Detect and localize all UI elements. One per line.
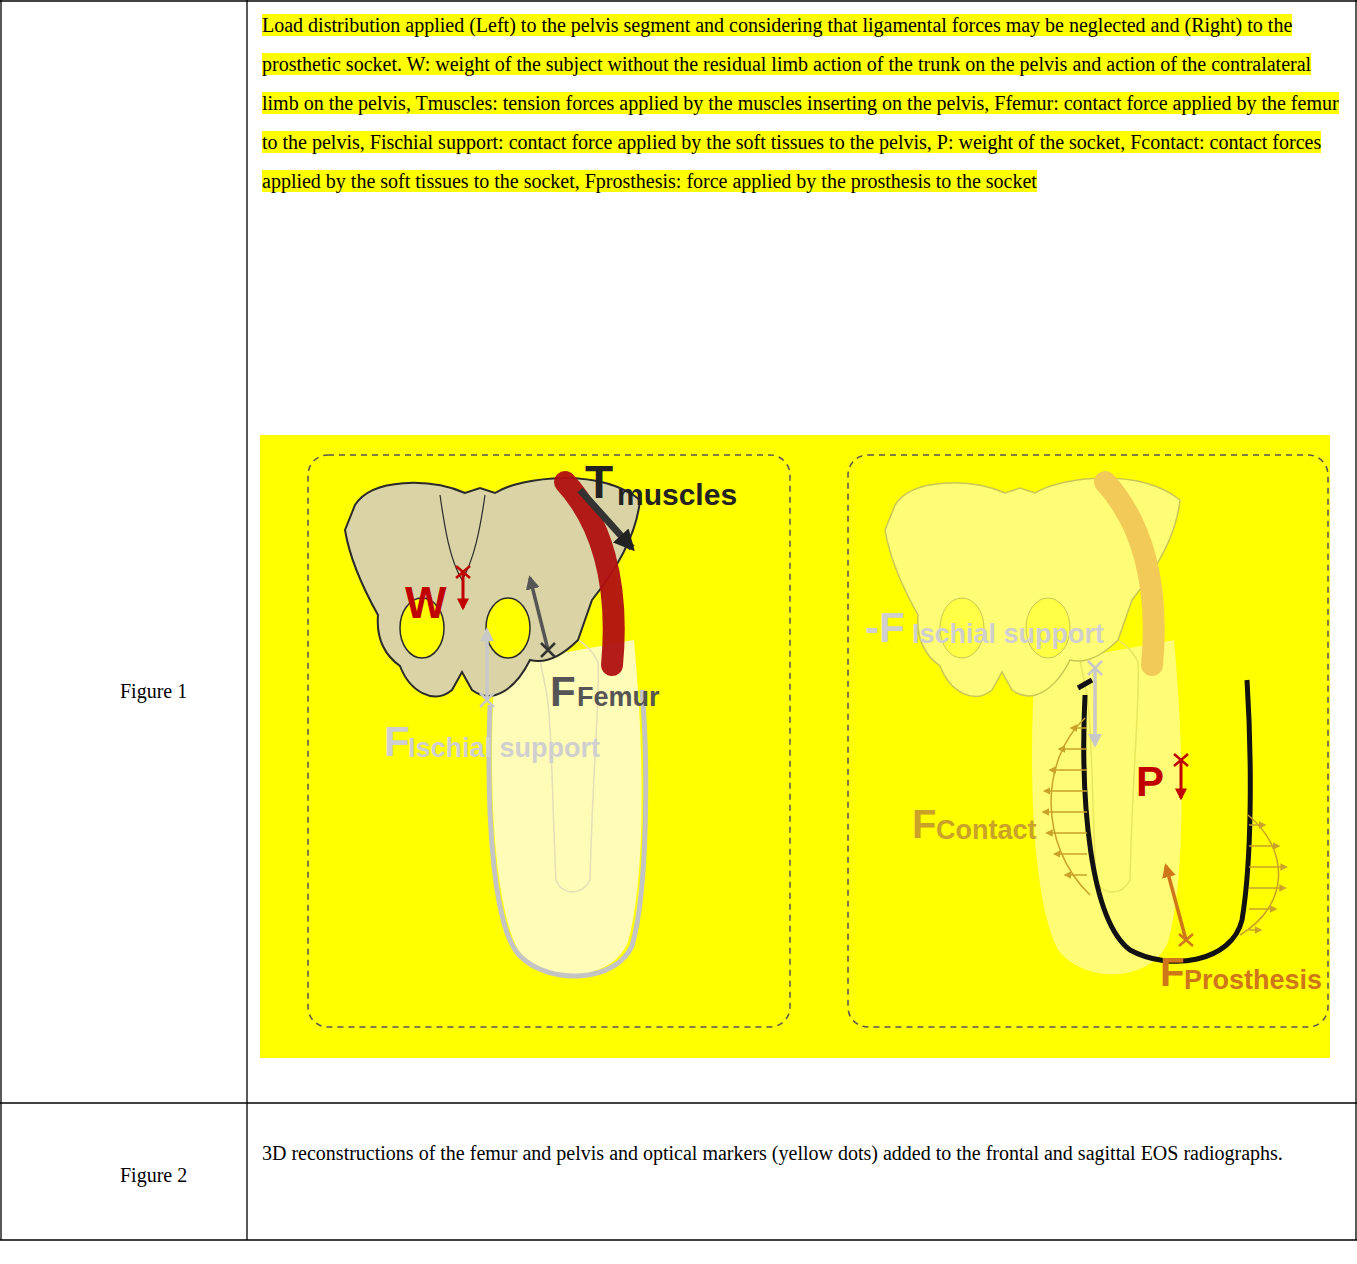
force-subscript: muscles xyxy=(617,478,737,512)
force-symbol-text: F xyxy=(550,668,576,715)
force-symbol-text: T xyxy=(585,456,613,508)
force-symbol-text: -F xyxy=(865,604,905,651)
force-subscript-text: Contact xyxy=(936,815,1037,845)
figure-number: Figure 2 xyxy=(120,1164,187,1187)
left-pelvis-figure xyxy=(345,478,646,976)
force-symbol-text: F xyxy=(1160,950,1184,994)
force-symbol: T xyxy=(585,455,613,509)
force-subscript: Ischial support xyxy=(912,619,1104,650)
force-symbol-text: W xyxy=(405,578,447,627)
right-panel-frame xyxy=(848,455,1328,1027)
force-symbol: F xyxy=(384,718,410,766)
force-subscript: Femur xyxy=(577,682,660,713)
force-symbol: F xyxy=(912,802,936,847)
figure-background xyxy=(260,435,1330,1058)
figure-caption: Load distribution applied (Left) to the … xyxy=(262,6,1340,201)
force-subscript-text: Prosthesis xyxy=(1184,965,1322,995)
force-symbol-text: P xyxy=(1136,758,1164,805)
figure-number-text: Figure 2 xyxy=(120,1164,187,1186)
figure-number-text: Figure 1 xyxy=(120,680,187,702)
force-subscript: Prosthesis xyxy=(1184,965,1322,996)
figure-caption-text: 3D reconstructions of the femur and pelv… xyxy=(262,1142,1283,1164)
force-symbol: W xyxy=(405,578,447,628)
force-subscript-text: Ischial support xyxy=(408,733,600,763)
force-symbol-text: F xyxy=(384,718,410,765)
right-socket-figure xyxy=(885,478,1286,974)
left-panel-frame xyxy=(308,455,790,1027)
force-symbol: P xyxy=(1136,758,1164,806)
force-symbol: -F xyxy=(865,604,905,652)
force-symbol: F xyxy=(1160,950,1184,995)
figure-number: Figure 1 xyxy=(120,680,187,703)
force-symbol: F xyxy=(550,668,576,716)
figure-caption: 3D reconstructions of the femur and pelv… xyxy=(262,1134,1340,1172)
force-subscript: Contact xyxy=(936,815,1037,846)
force-subscript-text: muscles xyxy=(617,478,737,511)
force-symbol-text: F xyxy=(912,802,936,846)
force-subscript: Ischial support xyxy=(408,733,600,764)
figure-caption-text: Load distribution applied (Left) to the … xyxy=(262,14,1339,192)
force-subscript-text: Ischial support xyxy=(912,619,1104,649)
force-subscript-text: Femur xyxy=(577,682,660,712)
